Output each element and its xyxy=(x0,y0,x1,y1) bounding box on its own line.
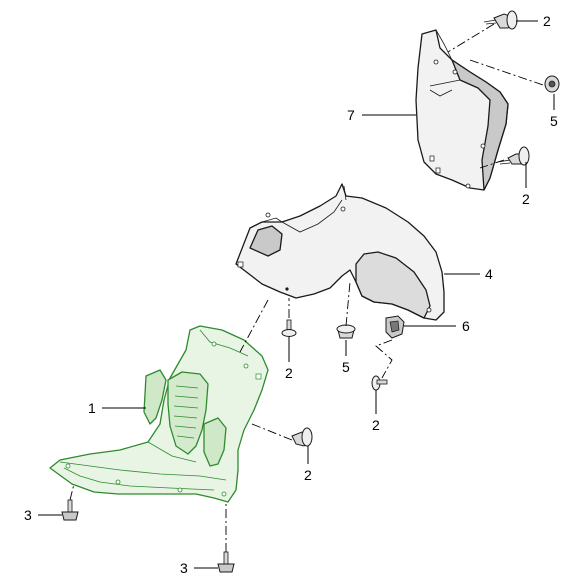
callout-7: 7 xyxy=(347,107,355,123)
callout-3-left: 3 xyxy=(24,507,32,523)
assembly-guide-lines xyxy=(69,23,547,552)
screw-3-left-icon[interactable] xyxy=(61,499,79,521)
callout-3-bottom: 3 xyxy=(180,560,188,576)
callout-1: 1 xyxy=(88,400,96,416)
callout-leaders xyxy=(38,20,555,569)
callout-2-right: 2 xyxy=(522,191,530,207)
nut-5-center-icon[interactable] xyxy=(336,324,356,339)
screw-3-bottom-icon[interactable] xyxy=(217,551,235,573)
screw-2-lower-icon[interactable] xyxy=(371,375,388,391)
clip-6-icon[interactable] xyxy=(385,315,405,339)
callout-2-center: 2 xyxy=(285,365,293,381)
callout-4: 4 xyxy=(485,266,493,282)
screw-2-top-icon[interactable] xyxy=(483,10,518,30)
callout-2-front: 2 xyxy=(304,467,312,483)
callout-5-center: 5 xyxy=(342,359,350,375)
part-4-wheel-arch-liner[interactable] xyxy=(235,183,445,321)
screw-2-front-icon[interactable] xyxy=(291,427,313,447)
nut-5-top-icon[interactable] xyxy=(544,75,560,93)
callout-2-top: 2 xyxy=(543,13,551,29)
screw-2-right-icon[interactable] xyxy=(497,146,530,166)
callout-2-lower: 2 xyxy=(372,417,380,433)
callout-6: 6 xyxy=(462,318,470,334)
part-1-front-splash-shield[interactable] xyxy=(49,325,269,503)
callout-labels: 1 2 2 2 2 2 3 3 4 5 5 6 7 xyxy=(24,13,558,576)
part-7-rear-liner-panel[interactable] xyxy=(415,29,509,191)
screw-2-center-icon[interactable] xyxy=(281,319,297,337)
callout-5-top: 5 xyxy=(550,113,558,129)
